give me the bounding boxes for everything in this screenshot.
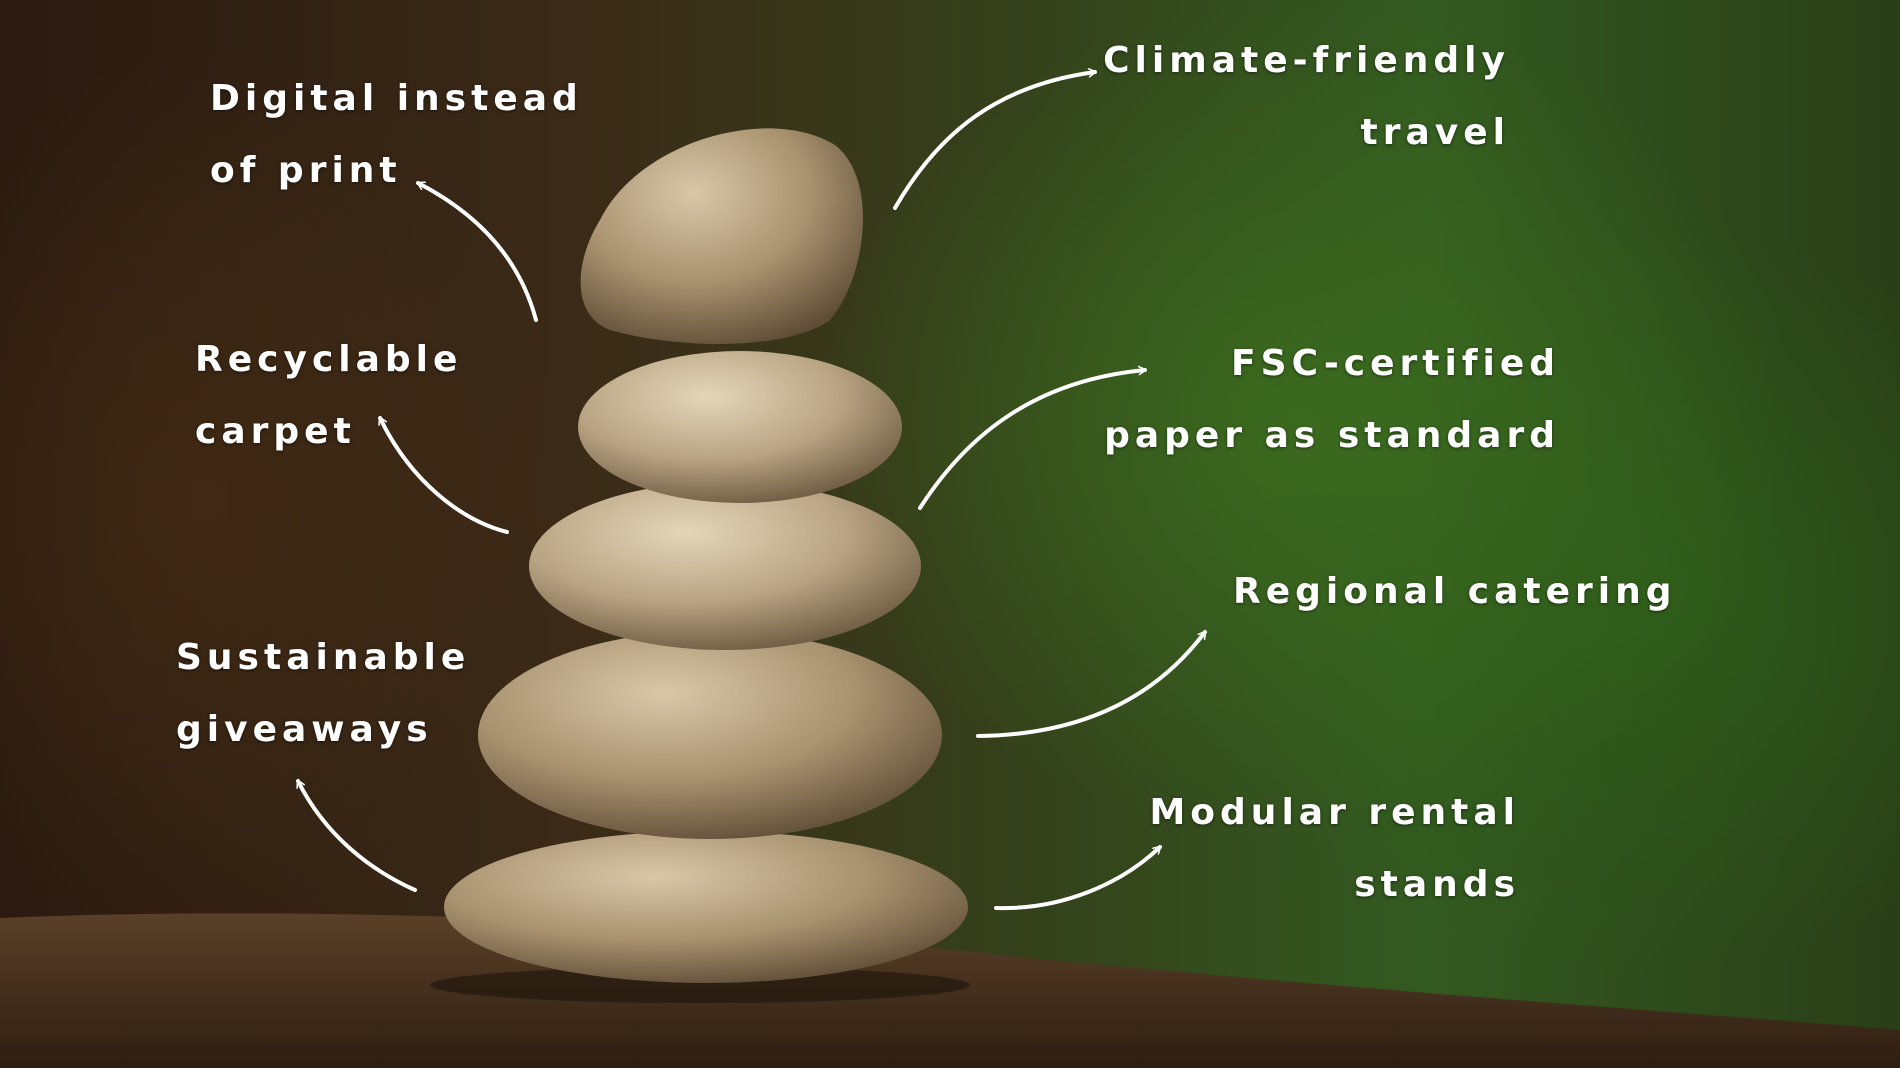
caption-line: Climate-friendly [1103, 40, 1510, 81]
caption-line: Digital instead [210, 78, 583, 119]
caption-line: Regional catering [1233, 571, 1677, 612]
caption-line: stands [1354, 864, 1520, 905]
caption-line: giveaways [176, 709, 433, 750]
stone-top [580, 128, 863, 344]
stone-bottom [444, 831, 968, 983]
caption-line: FSC-certified [1231, 343, 1560, 384]
caption-digital-instead-of-print: Digital instead of print [210, 63, 583, 207]
caption-line: carpet [195, 411, 356, 452]
arrow-up-left-giveaways [296, 779, 417, 892]
arrow-up-left-digital [416, 181, 538, 322]
arrow-up-right-travel [893, 68, 1097, 210]
stone-second [578, 351, 902, 503]
caption-line: Recyclable [195, 339, 463, 380]
arrow-up-right-catering [976, 630, 1207, 738]
caption-line: Modular rental [1149, 792, 1520, 833]
caption-climate-friendly-travel: Climate-friendly travel [1103, 25, 1510, 169]
arrow-up-right-fsc [918, 365, 1147, 510]
caption-line: of print [210, 150, 402, 191]
caption-sustainable-giveaways: Sustainable giveaways [176, 622, 470, 766]
stone-fourth [478, 631, 942, 839]
caption-line: Sustainable [176, 637, 471, 678]
stone-middle [529, 482, 921, 650]
caption-recyclable-carpet: Recyclable carpet [195, 324, 462, 468]
arrow-up-right-stands [994, 845, 1162, 911]
caption-line: paper as standard [1104, 415, 1560, 456]
caption-line: travel [1360, 112, 1510, 153]
caption-modular-rental-stands: Modular rental stands [1149, 777, 1520, 921]
caption-fsc-certified-paper: FSC-certified paper as standard [1104, 328, 1560, 472]
stone-shadow [430, 967, 970, 1003]
arrow-up-left-recyclable [378, 416, 509, 534]
caption-regional-catering: Regional catering [1233, 556, 1677, 628]
